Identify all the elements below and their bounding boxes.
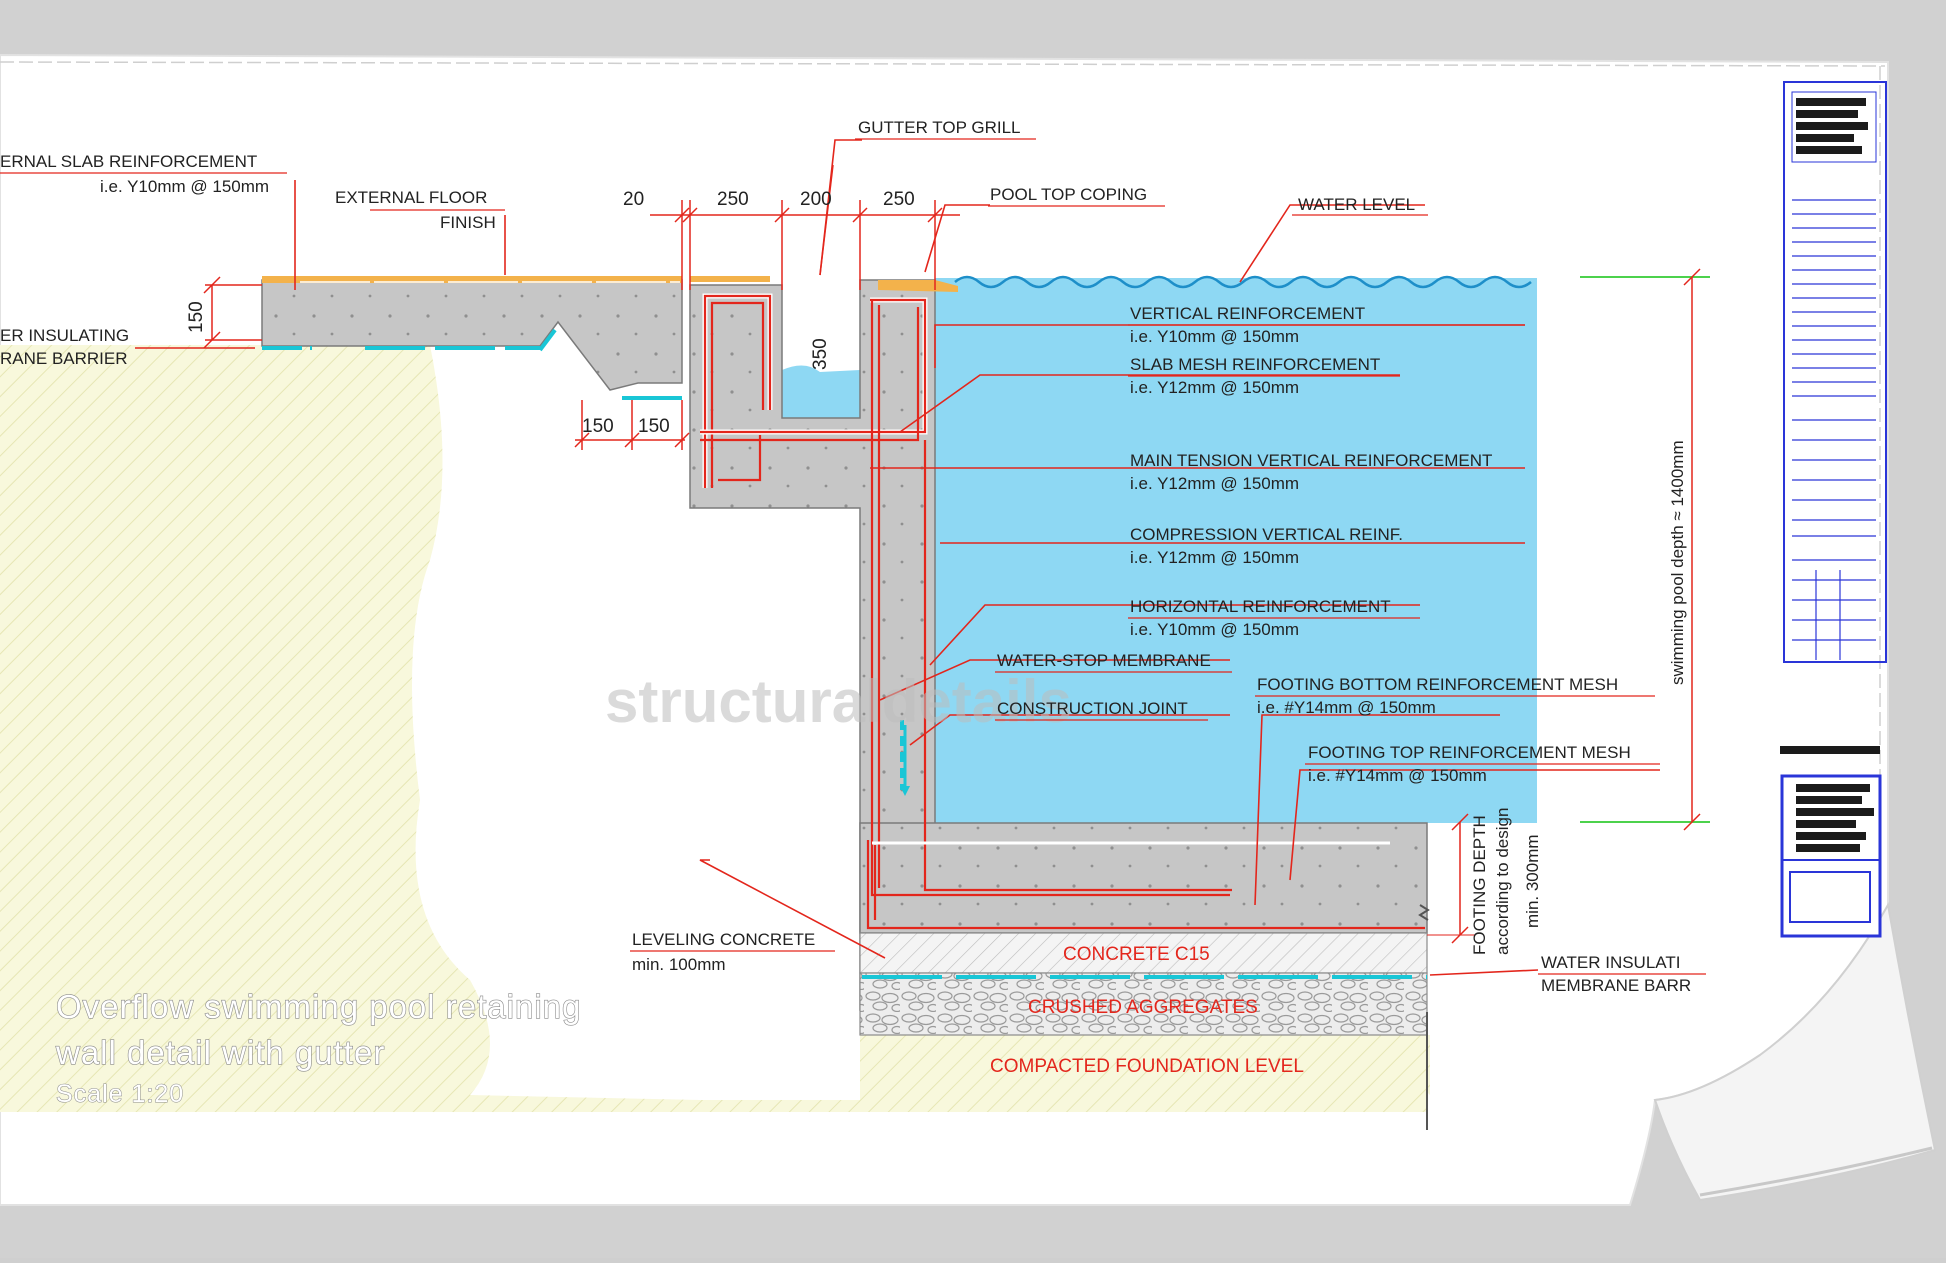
dim-350: 350 xyxy=(810,338,831,370)
label-insul-left-2: RANE BARRIER xyxy=(0,349,128,368)
label-pool-coping: POOL TOP COPING xyxy=(990,185,1147,204)
label-gutter-grill: GUTTER TOP GRILL xyxy=(858,118,1021,137)
pool-water xyxy=(935,278,1537,823)
label-water-stop: WATER-STOP MEMBRANE xyxy=(997,651,1211,670)
label-crushed-aggregates: CRUSHED AGGREGATES xyxy=(1028,997,1258,1018)
footing-slab xyxy=(859,822,1428,934)
label-ext-floor-2: FINISH xyxy=(440,213,496,232)
label-footing-depth-1: FOOTING DEPTH xyxy=(1470,815,1489,955)
label-vertical-reinf-1: VERTICAL REINFORCEMENT xyxy=(1130,304,1365,323)
label-footing-depth-2: according to design xyxy=(1493,808,1512,955)
external-floor-finish xyxy=(262,276,682,283)
label-ext-slab-2: i.e. Y10mm @ 150mm xyxy=(100,177,269,196)
label-main-tension-1: MAIN TENSION VERTICAL REINFORCEMENT xyxy=(1130,451,1492,470)
label-insul-left-1: ER INSULATING xyxy=(0,326,129,345)
label-slab-mesh-1: SLAB MESH REINFORCEMENT xyxy=(1130,355,1380,374)
label-ext-slab-1: ERNAL SLAB REINFORCEMENT xyxy=(0,152,257,171)
dimension-values: 20 250 200 250 150 350 150 150 xyxy=(186,189,915,437)
water-surface xyxy=(954,275,1532,289)
label-horizontal-2: i.e. Y10mm @ 150mm xyxy=(1130,620,1299,639)
dim-250-b: 250 xyxy=(883,189,915,210)
label-water-level: WATER LEVEL xyxy=(1298,195,1415,214)
title-block xyxy=(1780,81,1887,938)
label-insul-right-1: WATER INSULATI xyxy=(1541,953,1680,972)
label-footing-top-1: FOOTING TOP REINFORCEMENT MESH xyxy=(1308,743,1631,762)
annotations: ERNAL SLAB REINFORCEMENT i.e. Y10mm @ 15… xyxy=(0,118,1706,1077)
label-compression-1: COMPRESSION VERTICAL REINF. xyxy=(1130,525,1403,544)
label-leveling-1: LEVELING CONCRETE xyxy=(632,930,815,949)
soil-backfill xyxy=(0,345,1430,1112)
label-compacted-foundation: COMPACTED FOUNDATION LEVEL xyxy=(990,1056,1304,1077)
page-curl xyxy=(1653,902,1937,1202)
label-footing-depth-3: min. 300mm xyxy=(1523,834,1542,928)
caption-line-1: Overflow swimming pool retaining xyxy=(56,988,581,1025)
watermark-text: structuraldetails xyxy=(605,668,1072,735)
gutter-water xyxy=(782,365,860,418)
caption-scale: Scale 1:20 xyxy=(56,1080,184,1108)
dim-150-b: 150 xyxy=(638,416,670,437)
label-concrete-c15: CONCRETE C15 xyxy=(1063,944,1210,965)
label-pool-depth: swimming pool depth ≈ 1400mm xyxy=(1668,440,1687,685)
dim-200: 200 xyxy=(800,189,832,210)
leveling-concrete-c15 xyxy=(859,932,1428,974)
caption-line-2: wall detail with gutter xyxy=(55,1034,385,1071)
dim-150-a: 150 xyxy=(582,416,614,437)
reinforcement-bars xyxy=(700,293,1425,930)
leader-lines xyxy=(135,139,1660,976)
label-vertical-reinf-2: i.e. Y10mm @ 150mm xyxy=(1130,327,1299,346)
label-main-tension-2: i.e. Y12mm @ 150mm xyxy=(1130,474,1299,493)
label-horizontal-1: HORIZONTAL REINFORCEMENT xyxy=(1130,597,1391,616)
label-construction-joint: CONSTRUCTION JOINT xyxy=(997,699,1188,718)
dim-250-a: 250 xyxy=(717,189,749,210)
label-footing-bottom-2: i.e. #Y14mm @ 150mm xyxy=(1257,698,1436,717)
label-footing-bottom-1: FOOTING BOTTOM REINFORCEMENT MESH xyxy=(1257,675,1618,694)
external-slab xyxy=(261,279,683,391)
label-slab-mesh-2: i.e. Y12mm @ 150mm xyxy=(1130,378,1299,397)
drawing-caption: Overflow swimming pool retaining wall de… xyxy=(54,987,581,1108)
label-compression-2: i.e. Y12mm @ 150mm xyxy=(1130,548,1299,567)
dim-150-vertical: 150 xyxy=(186,301,207,333)
label-insul-right-2: MEMBRANE BARR xyxy=(1541,976,1691,995)
dim-20: 20 xyxy=(623,189,644,210)
crushed-aggregates xyxy=(859,972,1428,1036)
label-footing-top-2: i.e. #Y14mm @ 150mm xyxy=(1308,766,1487,785)
insulating-membranes xyxy=(262,328,1427,979)
label-ext-floor-1: EXTERNAL FLOOR xyxy=(335,188,487,207)
pool-coping xyxy=(878,280,958,292)
label-leveling-2: min. 100mm xyxy=(632,955,726,974)
